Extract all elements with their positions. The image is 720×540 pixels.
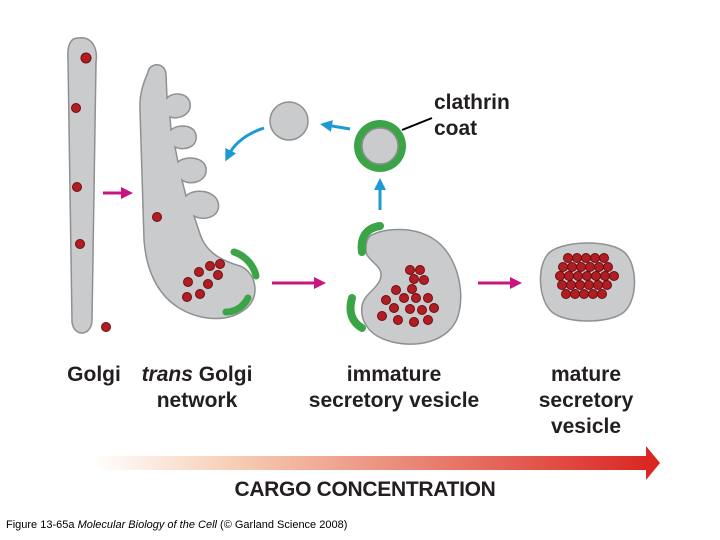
label-trans-golgi-line2: network xyxy=(156,389,238,412)
cargo-molecule xyxy=(581,253,591,263)
golgi-cisterna xyxy=(67,37,98,334)
cargo-molecule xyxy=(557,280,567,290)
cargo-molecule xyxy=(411,293,421,303)
cargo-molecule xyxy=(205,261,215,271)
cargo-molecule xyxy=(389,303,399,313)
label-clathrin-line1: clathrin xyxy=(434,91,510,114)
label-trans-italic: trans xyxy=(141,363,193,386)
cargo-molecule xyxy=(215,259,225,269)
cargo-molecule xyxy=(399,293,409,303)
cargo-molecule xyxy=(585,262,595,272)
label-trans-golgi-network: trans Golgi network xyxy=(130,362,264,414)
clathrin-patch xyxy=(346,294,366,332)
cargo-molecule xyxy=(75,239,85,249)
label-cargo-concentration: CARGO CONCENTRATION xyxy=(234,478,496,501)
cargo-molecule xyxy=(602,280,612,290)
label-immature-line1: immature xyxy=(346,363,442,386)
cargo-molecule xyxy=(572,253,582,263)
cargo-molecule xyxy=(417,305,427,315)
cargo-molecule xyxy=(213,270,223,280)
cargo-molecule xyxy=(423,315,433,325)
cargo-molecule xyxy=(101,322,111,332)
cargo-molecule xyxy=(405,304,415,314)
cargo-molecule xyxy=(566,280,576,290)
label-mature-line1: mature xyxy=(550,363,622,386)
caption-credit: (© Garland Science 2008) xyxy=(220,519,348,531)
cargo-molecule xyxy=(588,289,598,299)
cargo-molecule xyxy=(195,289,205,299)
cargo-molecule xyxy=(419,275,429,285)
cargo-molecule xyxy=(599,253,609,263)
cargo-molecule xyxy=(182,292,192,302)
caption-book-title: Molecular Biology of the Cell xyxy=(77,519,217,531)
cargo-molecule xyxy=(609,271,619,281)
cargo-molecule xyxy=(407,284,417,294)
label-clathrin-line2: coat xyxy=(434,117,478,140)
cargo-molecule xyxy=(582,271,592,281)
label-immature-secretory-vesicle: immature secretory vesicle xyxy=(296,362,492,414)
cargo-molecule xyxy=(567,262,577,272)
label-golgi-text: Golgi xyxy=(67,363,121,386)
cargo-molecule xyxy=(423,293,433,303)
cargo-molecule xyxy=(429,303,439,313)
cargo-molecule xyxy=(71,103,81,113)
clathrin-patch xyxy=(222,294,252,316)
cargo-molecule xyxy=(405,265,415,275)
clathrin-vesicle-membrane xyxy=(361,127,399,165)
cargo-molecule xyxy=(203,279,213,289)
mature-cargo-cluster xyxy=(555,253,619,299)
cargo-molecule xyxy=(391,285,401,295)
cargo-molecule xyxy=(80,52,92,64)
cargo-molecule xyxy=(558,262,568,272)
golgi-cargo-dots xyxy=(71,52,111,332)
cargo-molecule xyxy=(576,262,586,272)
immature-cargo-cluster xyxy=(377,265,439,327)
label-mature-line3: vesicle xyxy=(550,415,622,438)
tgn-cargo-dot xyxy=(152,212,162,222)
cargo-molecule xyxy=(591,271,601,281)
caption-figure-number: Figure 13-65a xyxy=(6,519,75,531)
cargo-molecule xyxy=(409,274,419,284)
figure-caption: Figure 13-65a Molecular Biology of the C… xyxy=(6,519,347,531)
recycle-arrow xyxy=(320,120,351,132)
cargo-molecule xyxy=(183,277,193,287)
cargo-molecule xyxy=(600,271,610,281)
cargo-molecule xyxy=(593,280,603,290)
cargo-molecule xyxy=(579,289,589,299)
label-golgi: Golgi xyxy=(56,362,132,388)
cargo-molecule xyxy=(555,271,565,281)
clathrin-pointer-line xyxy=(401,117,433,131)
label-mature-secretory-vesicle: mature secretory vesicle xyxy=(526,362,646,440)
cargo-molecule xyxy=(561,289,571,299)
cargo-molecule xyxy=(194,267,204,277)
cargo-molecule xyxy=(415,265,425,275)
cargo-molecule xyxy=(72,182,82,192)
cargo-molecule xyxy=(597,289,607,299)
cargo-molecule xyxy=(381,295,391,305)
clathrin-patch xyxy=(230,248,260,280)
trans-golgi-network xyxy=(139,64,256,320)
label-clathrin-coat: clathrin coat xyxy=(434,90,524,142)
label-mature-line2: secretory xyxy=(538,389,634,412)
label-immature-line2: secretory vesicle xyxy=(308,389,480,412)
cargo-molecule xyxy=(575,280,585,290)
cargo-molecule xyxy=(570,289,580,299)
cargo-molecule xyxy=(594,262,604,272)
tgn-cargo-cluster xyxy=(182,259,225,302)
cargo-concentration-arrow xyxy=(94,446,660,480)
cargo-molecule xyxy=(393,315,403,325)
cargo-molecule xyxy=(564,271,574,281)
cargo-molecule xyxy=(573,271,583,281)
cargo-molecule xyxy=(590,253,600,263)
clathrin-patch xyxy=(357,222,384,256)
cargo-molecule xyxy=(603,262,613,272)
cargo-molecule xyxy=(563,253,573,263)
recycled-vesicle xyxy=(269,101,309,141)
cargo-molecule xyxy=(409,317,419,327)
recycle-arrow xyxy=(225,126,265,162)
cargo-molecule xyxy=(377,311,387,321)
cargo-molecule xyxy=(584,280,594,290)
label-trans-golgi-rest: Golgi xyxy=(198,363,253,386)
